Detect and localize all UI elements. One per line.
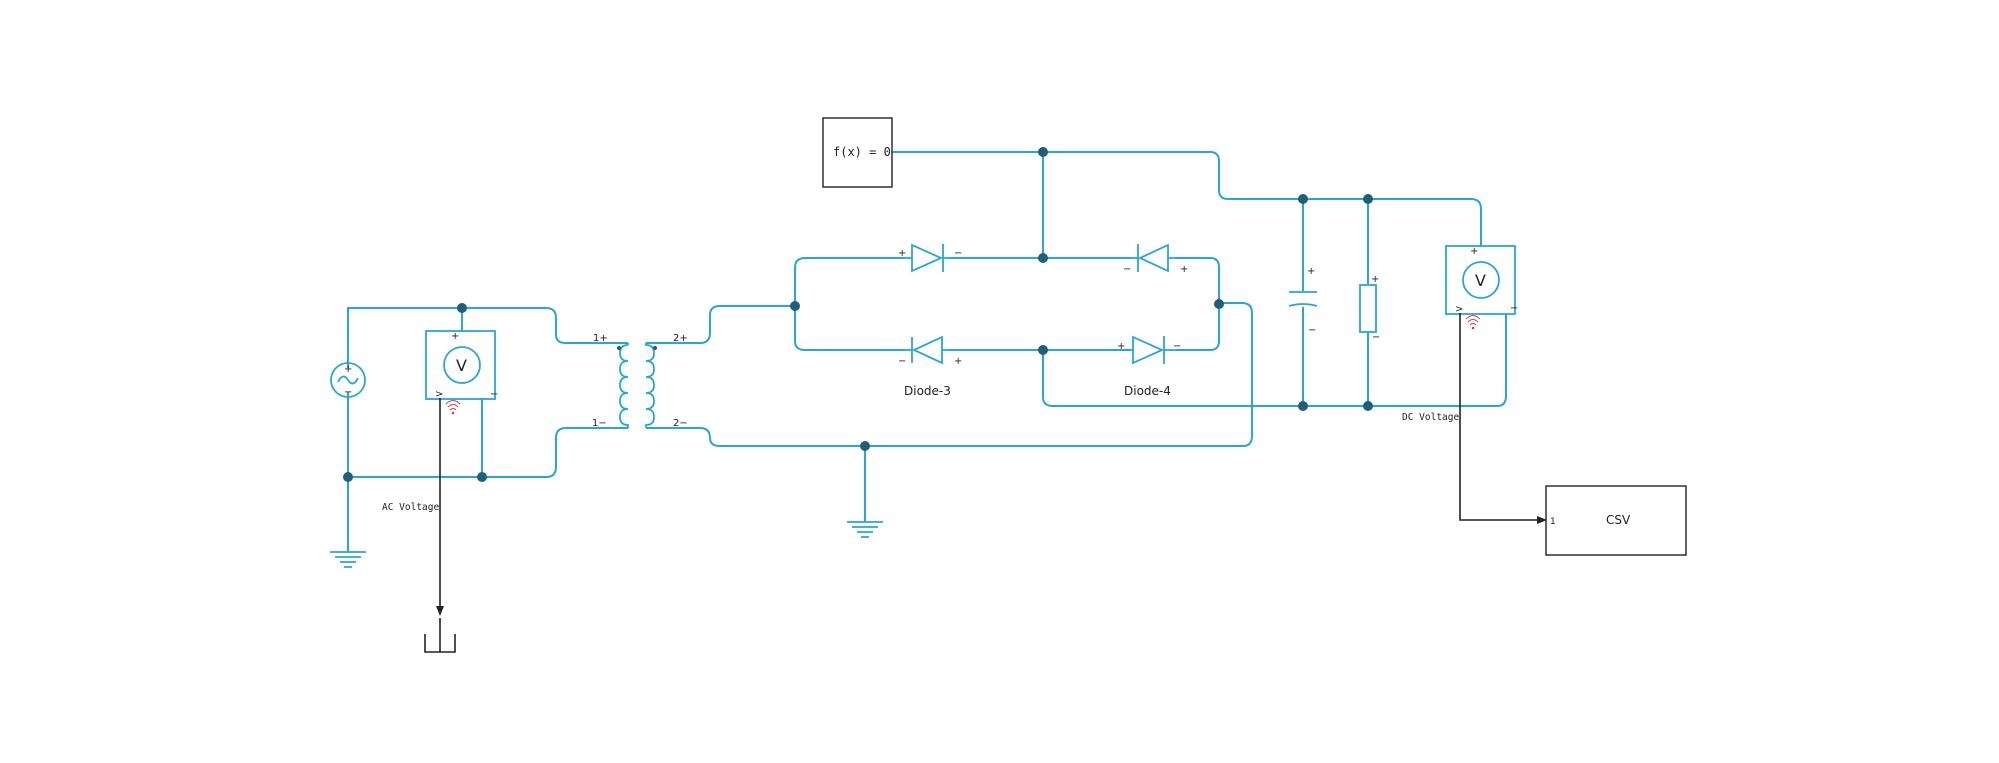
csv-port-label: 1 — [1550, 517, 1556, 527]
diode4-minus: − — [1173, 341, 1181, 352]
dc-voltmeter-port: > — [1455, 304, 1463, 315]
solver-config-label: f(x) = 0 — [833, 145, 891, 159]
wire-sec-top[interactable] — [646, 305, 795, 344]
dc-voltmeter-minus: − — [1510, 303, 1518, 314]
ac-voltage-label: AC Voltage — [382, 502, 439, 513]
transformer-port-1plus: 1+ — [593, 333, 608, 344]
resistor-plus: + — [1371, 274, 1379, 285]
ac-voltmeter-plus: + — [451, 331, 459, 342]
diode2-minus: − — [1123, 264, 1131, 275]
diode3-plus: + — [954, 356, 962, 367]
capacitor-minus: − — [1308, 325, 1316, 336]
dc-voltmeter[interactable]: V + − > — [1445, 230, 1518, 315]
electrical-ground-icon — [330, 551, 366, 568]
wire-ac-bottom[interactable] — [347, 392, 628, 478]
capacitor-plus: + — [1307, 266, 1315, 277]
transformer-icon[interactable]: 1+ 1− 2+ 2− — [592, 333, 688, 429]
diode1-minus: − — [954, 248, 962, 259]
ac-voltmeter-port: > — [435, 389, 443, 400]
diode2-plus: + — [1180, 264, 1188, 275]
diode-icon — [1137, 243, 1169, 273]
wireless-signal-icon — [1465, 315, 1481, 330]
wire-return[interactable] — [1042, 314, 1507, 407]
diode-icon — [911, 335, 943, 365]
dc-voltmeter-symbol: V — [1475, 271, 1486, 290]
junction-nodes — [343, 147, 1373, 482]
ac-source-plus: + — [344, 364, 352, 375]
wire-ac-top[interactable] — [347, 307, 628, 368]
diode-1[interactable]: + − — [898, 243, 962, 273]
transformer-port-1minus: 1− — [592, 418, 607, 429]
diode3-label: Diode-3 — [904, 384, 951, 398]
ac-voltage-source-icon[interactable]: + − — [330, 362, 366, 398]
diode-icon — [911, 243, 944, 273]
capacitor-icon[interactable]: + − — [1288, 266, 1318, 336]
electrical-ground-icon — [847, 521, 883, 538]
diode4-plus: + — [1117, 341, 1125, 352]
diode-3[interactable]: − + Diode-3 — [898, 335, 962, 398]
ac-voltmeter-symbol: V — [456, 356, 467, 375]
diode-2[interactable]: − + — [1123, 243, 1188, 275]
diode-4[interactable]: + − Diode-4 — [1117, 335, 1181, 398]
voltmeter-icon — [443, 346, 481, 384]
wireless-signal-icon — [445, 400, 461, 415]
diode4-label: Diode-4 — [1124, 384, 1171, 398]
diode-icon — [1132, 335, 1165, 365]
terminator-icon[interactable] — [424, 618, 456, 653]
resistor-minus: − — [1372, 332, 1380, 343]
transformer-port-2minus: 2− — [673, 418, 688, 429]
dc-voltmeter-plus: + — [1470, 246, 1478, 257]
ac-source-minus: − — [344, 387, 352, 398]
ac-voltmeter[interactable]: V + − > — [425, 330, 498, 400]
csv-block[interactable]: CSV 1 — [1545, 485, 1687, 556]
signal-arrow-dc — [1537, 516, 1547, 524]
voltmeter-icon — [1462, 261, 1500, 299]
diode3-minus: − — [898, 356, 906, 367]
dc-voltage-label: DC Voltage — [1402, 412, 1459, 423]
resistor-icon[interactable]: + − — [1359, 274, 1380, 343]
transformer-port-2plus: 2+ — [673, 333, 688, 344]
diode1-plus: + — [898, 248, 906, 259]
solver-configuration-block[interactable]: f(x) = 0 — [822, 117, 893, 188]
csv-label: CSV — [1606, 513, 1631, 527]
signal-dc-voltage[interactable] — [1459, 313, 1538, 521]
physical-wires — [347, 151, 1507, 552]
ac-voltmeter-minus: − — [490, 389, 498, 400]
signal-arrow-ac — [436, 606, 444, 616]
wire-sec-bottom[interactable] — [646, 302, 1253, 447]
wire-solver[interactable] — [892, 151, 1482, 230]
